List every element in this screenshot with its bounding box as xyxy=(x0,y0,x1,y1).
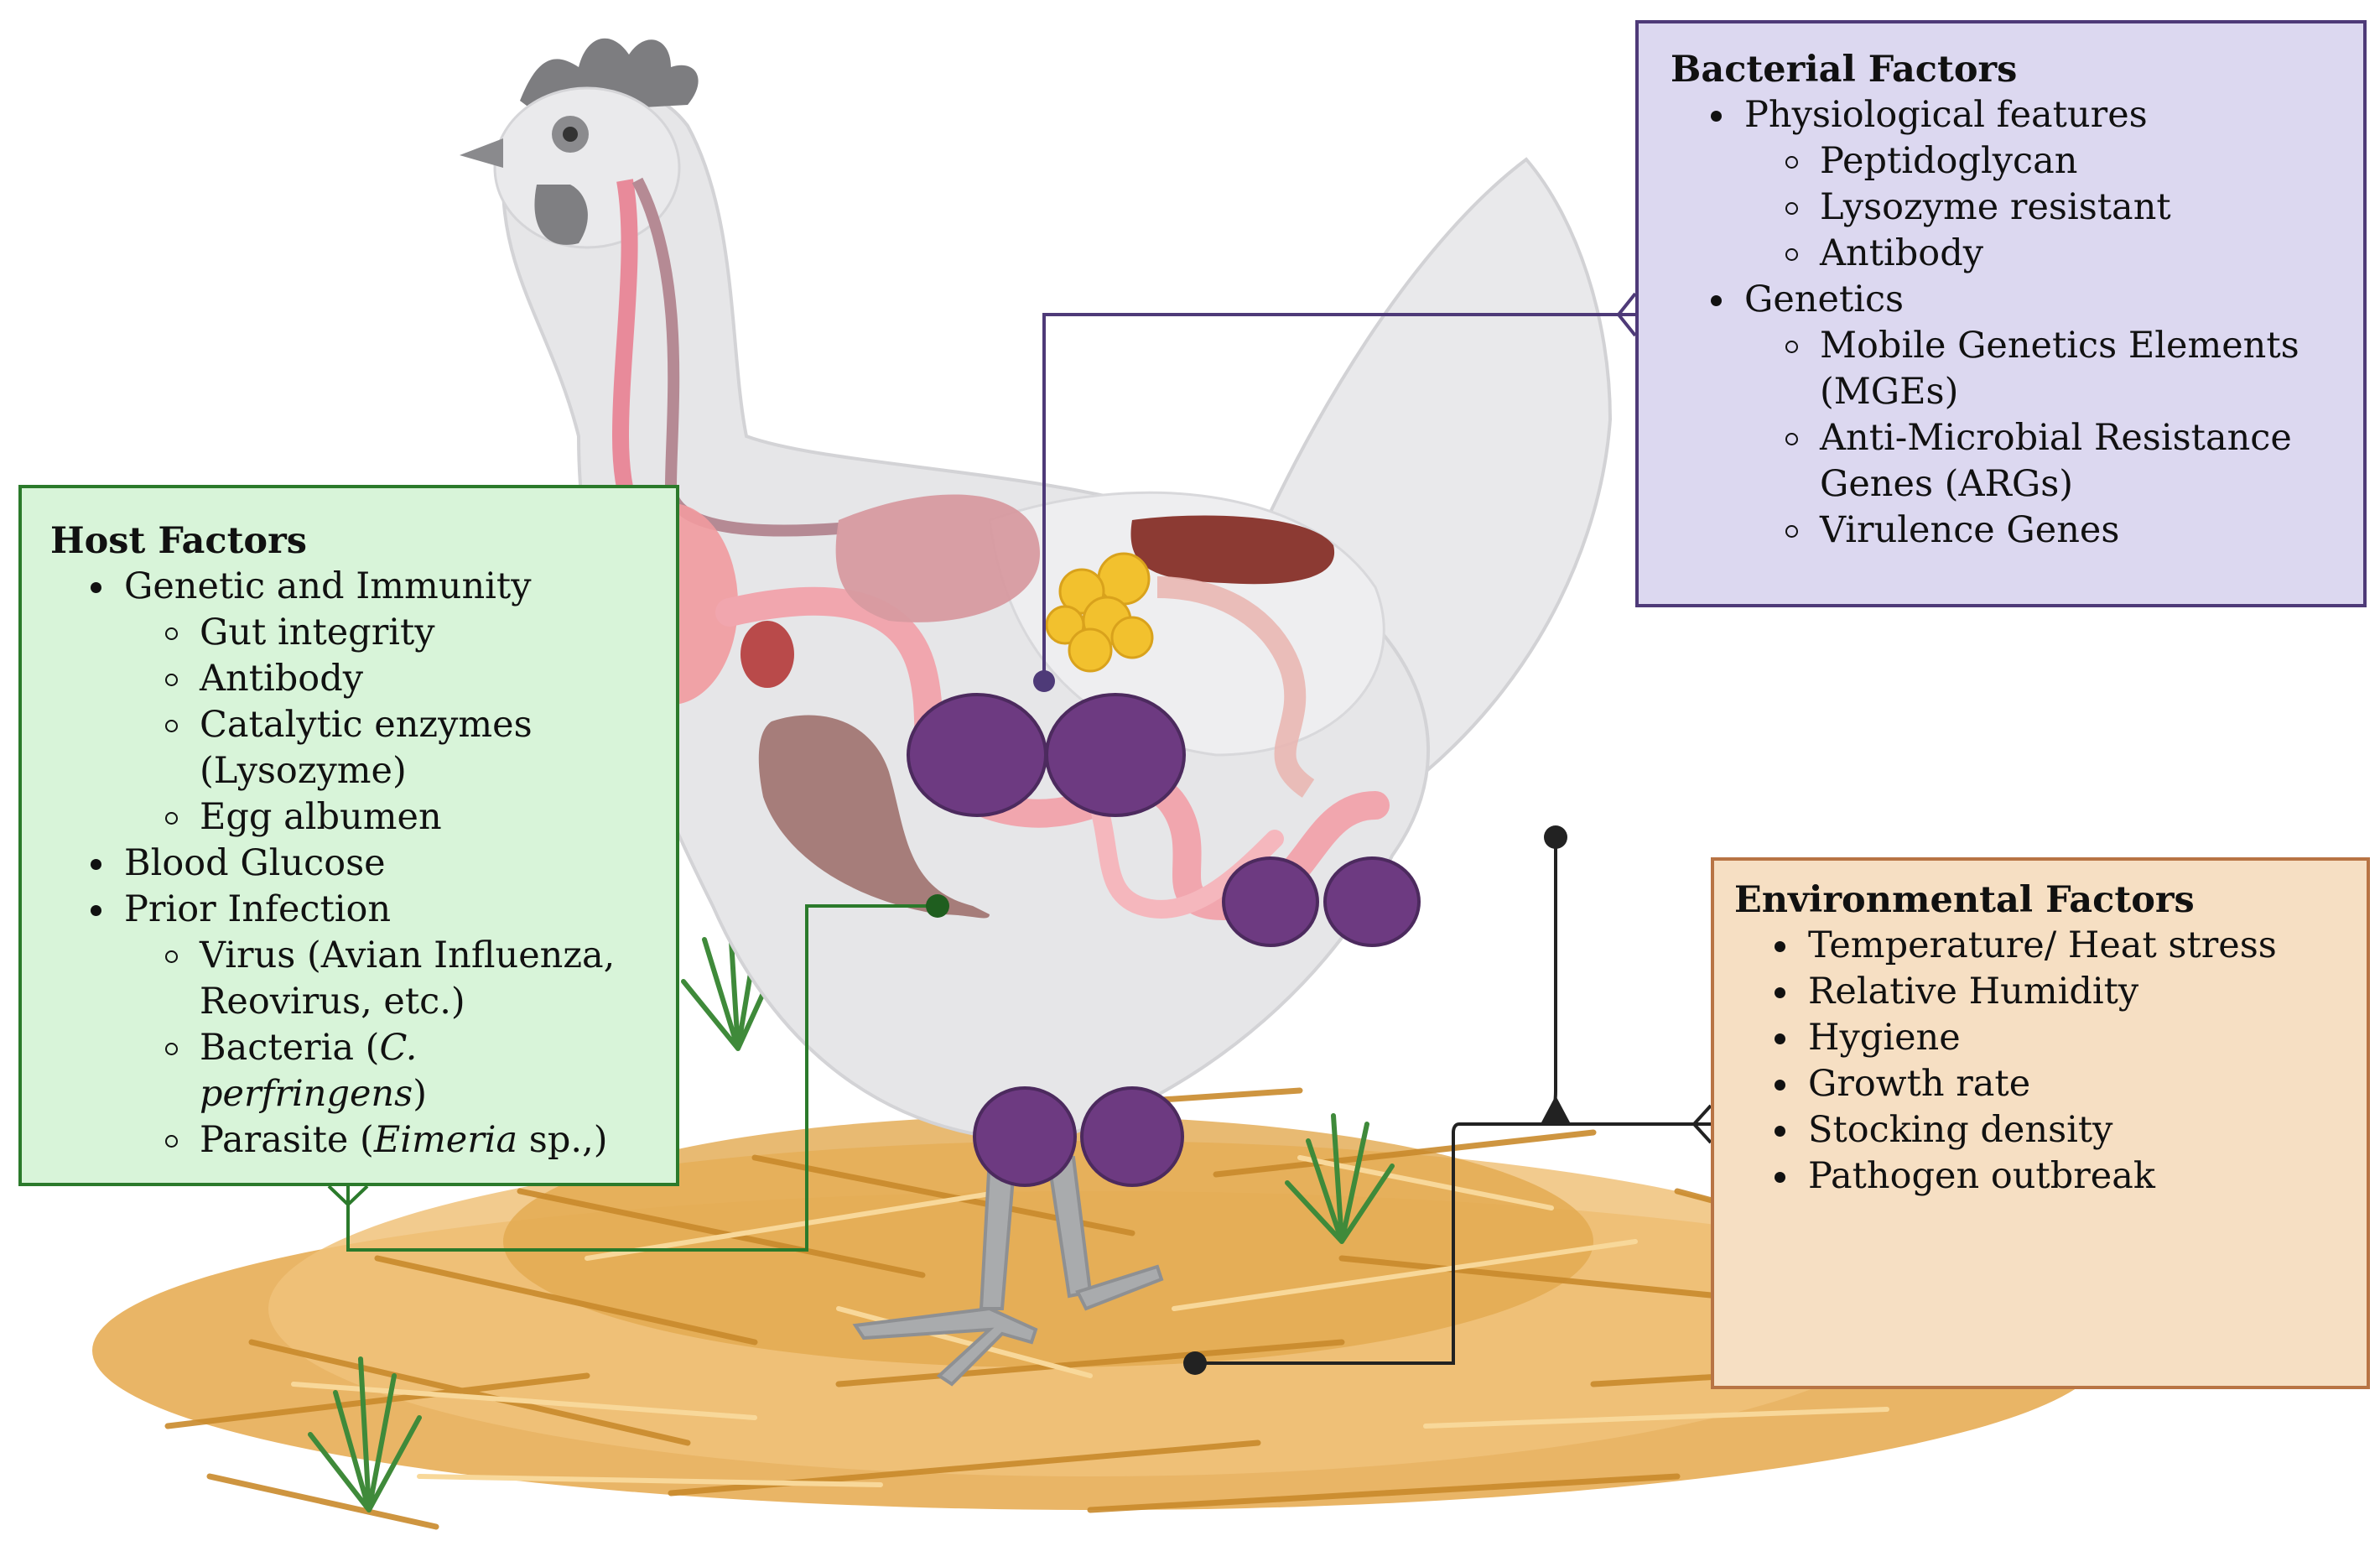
host-connector-dot xyxy=(926,894,949,918)
straw-nest xyxy=(92,1087,2105,1530)
chicken-wattle xyxy=(534,185,588,245)
environmental-factors-box: Environmental Factors Temperature/ Heat … xyxy=(1711,857,2370,1389)
trachea xyxy=(631,177,839,537)
chicken-beak xyxy=(460,138,503,168)
bacterial-factors-title: Bacterial Factors xyxy=(1671,49,2018,91)
list-item: Temperature/ Heat stress xyxy=(1734,923,2346,969)
list-item-continuation: (MGEs) xyxy=(1820,371,1959,413)
list-item: Egg albumen xyxy=(50,794,647,841)
grass-tuft xyxy=(681,912,782,1051)
list-item: Pathogen outbreak xyxy=(1734,1153,2346,1200)
oviduct xyxy=(1156,576,1315,798)
list-item: Growth rate xyxy=(1734,1061,2346,1107)
list-item: Virulence Genes xyxy=(1671,508,2331,554)
environmental-connector-dot xyxy=(1544,825,1567,849)
chicken-legs xyxy=(852,1156,1164,1387)
environmental-factors-list: Temperature/ Heat stress Relative Humidi… xyxy=(1734,923,2346,1200)
grass-tuft xyxy=(1285,1113,1395,1244)
list-item: Stocking density xyxy=(1734,1107,2346,1153)
grass-tuft xyxy=(308,1356,422,1512)
environmental-connector-dot xyxy=(1183,1351,1207,1375)
list-item: Virus (Avian Influenza, xyxy=(50,933,647,979)
list-item-continuation: Genes (ARGs) xyxy=(1820,463,2074,505)
ovary xyxy=(1045,552,1154,673)
bacteria-cluster xyxy=(907,693,1186,817)
list-item: Bacteria (C. perfringens) xyxy=(50,1025,647,1117)
host-factors-title: Host Factors xyxy=(50,520,307,562)
host-factors-box: Host Factors Genetic and Immunity Gut in… xyxy=(18,485,679,1186)
list-item: Anti-Microbial Resistance xyxy=(1671,415,2331,461)
list-item: Genetics xyxy=(1671,277,2331,323)
list-item-continuation: (Lysozyme) xyxy=(200,750,407,792)
list-item: Parasite (Eimeria sp.,) xyxy=(50,1117,647,1164)
host-connector xyxy=(327,904,935,1252)
environmental-factors-title: Environmental Factors xyxy=(1734,879,2195,921)
list-item-continuation: Reovirus, etc.) xyxy=(200,981,465,1023)
list-item: Relative Humidity xyxy=(1734,969,2346,1015)
scientific-name: C. perfringens xyxy=(200,1027,418,1115)
list-item: Lysozyme resistant xyxy=(1671,185,2331,231)
list-item: Hygiene xyxy=(1734,1015,2346,1061)
list-item: Prior Infection xyxy=(50,887,647,933)
spleen xyxy=(741,621,794,688)
bacterial-connector-dot xyxy=(1033,670,1055,692)
chicken-pupil xyxy=(563,127,578,142)
list-item: Genetic and Immunity xyxy=(50,564,647,610)
environmental-connector-arrow xyxy=(1541,1096,1570,1122)
list-item: Antibody xyxy=(50,656,647,702)
bacterial-connector xyxy=(1042,292,1637,679)
list-item: Mobile Genetics Elements xyxy=(1671,323,2331,369)
bacterial-factors-list: Physiological features Peptidoglycan Lys… xyxy=(1671,92,2331,554)
kidney xyxy=(1130,515,1335,585)
host-factors-list: Genetic and Immunity Gut integrity Antib… xyxy=(50,564,647,1164)
bacteria-cluster xyxy=(1222,856,1421,947)
list-item: Blood Glucose xyxy=(50,841,647,887)
bacteria-cluster xyxy=(973,1086,1184,1187)
bacterial-factors-box: Bacterial Factors Physiological features… xyxy=(1635,20,2367,607)
list-item: Gut integrity xyxy=(50,610,647,656)
list-item: Catalytic enzymes xyxy=(50,702,647,748)
list-item: Physiological features xyxy=(1671,92,2331,138)
list-item: Peptidoglycan xyxy=(1671,138,2331,185)
liver xyxy=(758,715,990,919)
list-item: Antibody xyxy=(1671,231,2331,277)
gizzard xyxy=(835,494,1040,622)
scientific-name: Eimeria xyxy=(373,1119,518,1161)
